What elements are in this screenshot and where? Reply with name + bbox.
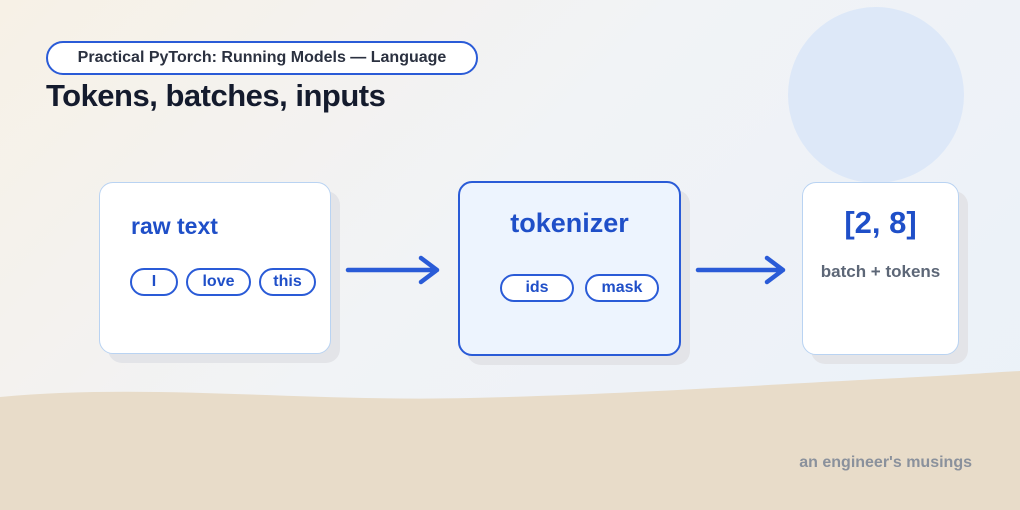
right-arrow-icon [345, 255, 440, 285]
tokenizer-card: tokenizer ids mask [458, 181, 681, 356]
raw-text-card: raw text I love this [99, 182, 331, 354]
tokenizer-card-title: tokenizer [510, 208, 629, 238]
sand-wave [0, 371, 1020, 510]
decorative-circle [788, 7, 964, 183]
raw-text-card-title: raw text [131, 213, 218, 239]
series-label-pill: Practical PyTorch: Running Models — Lang… [46, 41, 478, 75]
right-arrow-icon [695, 255, 786, 285]
footer-credit: an engineer's musings [799, 454, 972, 471]
token-chip-this: this [259, 268, 316, 296]
series-label-text: Practical PyTorch: Running Models — Lang… [77, 49, 447, 66]
token-chip-i: I [130, 268, 178, 296]
output-shape-card: [2, 8] batch + tokens [802, 182, 959, 355]
output-shape-subtitle: batch + tokens [820, 262, 941, 281]
token-chip-love: love [186, 268, 251, 296]
output-shape-title: [2, 8] [844, 205, 917, 240]
page-title: Tokens, batches, inputs [46, 78, 386, 113]
token-chip-ids: ids [500, 274, 574, 302]
token-chip-mask: mask [585, 274, 659, 302]
